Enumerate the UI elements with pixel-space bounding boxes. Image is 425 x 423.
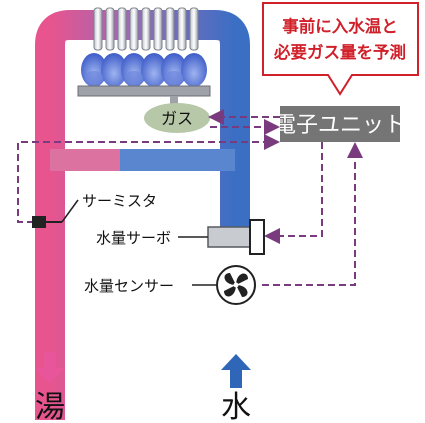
hot-water-outlet-arrow (35, 352, 65, 384)
cold-water-label: 水 (221, 390, 251, 423)
servo-label: 水量サーボ (96, 229, 171, 247)
signal-lines (17, 109, 363, 286)
sensor-label: 水量センサー (84, 277, 174, 295)
callout-line1: 事前に入水温と (282, 16, 398, 36)
gas-label: ガス (161, 109, 193, 128)
burner-plate (77, 85, 211, 97)
thermistor-label: サーミスタ (82, 192, 157, 210)
heat-exchanger-coil (93, 7, 199, 51)
burner-flames (81, 53, 207, 87)
electronic-unit-label: 電子ユニット (274, 113, 406, 138)
top-pipe-loop (35, 10, 250, 420)
cold-water-inlet-arrow (221, 354, 251, 388)
callout-bubble (262, 2, 419, 96)
thermistor-sensor (32, 216, 46, 228)
electronic-unit-box (280, 106, 400, 142)
callout-line2: 必要ガス量を予測 (273, 42, 406, 62)
water-flow-sensor (216, 265, 256, 305)
hot-water-label: 湯 (35, 390, 65, 423)
gas-valve (144, 103, 210, 133)
